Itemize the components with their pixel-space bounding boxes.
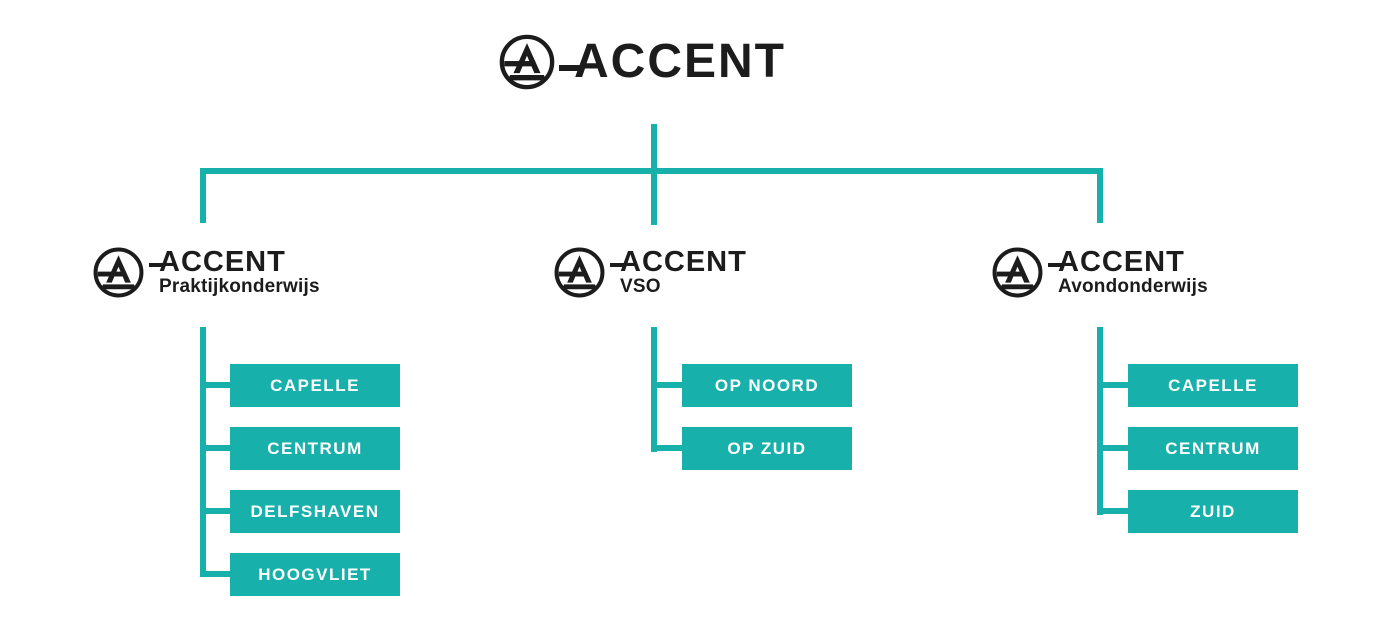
connector-stub [200,445,232,451]
branch-label-block: ACCENT Praktijkonderwijs [149,245,320,298]
location-box: CENTRUM [1128,427,1298,470]
connector-horizontal-span [200,168,1103,174]
org-root: ACCENT [498,33,786,91]
location-box: CAPELLE [1128,364,1298,407]
connector-stub [200,571,232,577]
connector-trunk-left [200,327,206,577]
location-box: OP ZUID [682,427,852,470]
a-crossbar-decoration [559,65,581,71]
branch-name: ACCENT [620,245,747,278]
branch-label-block: ACCENT VSO [610,245,747,298]
org-branch-avondonderwijs: ACCENT Avondonderwijs [991,246,1208,299]
connector-stub [200,508,232,514]
accent-circle-a-logo-icon [499,34,555,90]
branch-name: ACCENT [159,245,286,278]
a-crossbar-decoration [1048,262,1062,267]
location-box: HOOGVLIET [230,553,400,596]
location-box: CENTRUM [230,427,400,470]
connector-root-vertical [651,124,657,225]
branch-label-block: ACCENT Avondonderwijs [1048,245,1208,298]
root-name: ACCENT [574,35,786,88]
accent-circle-a-logo-icon [992,247,1043,298]
a-crossbar-decoration [149,262,163,267]
location-box: OP NOORD [682,364,852,407]
connector-stub [1097,508,1130,514]
branch-subtitle: Avondonderwijs [1058,276,1208,298]
connector-stub [1097,445,1130,451]
connector-stub [651,445,684,451]
accent-circle-a-logo-icon [93,247,144,298]
branch-subtitle: VSO [620,276,661,298]
connector-drop-left [200,168,206,223]
branch-wordmark: ACCENT [149,245,320,278]
connector-stub [1097,382,1130,388]
connector-stub [200,382,232,388]
connector-drop-right [1097,168,1103,223]
branch-wordmark: ACCENT [610,245,747,278]
connector-trunk-middle [651,327,657,452]
branch-wordmark: ACCENT [1048,245,1208,278]
location-box: DELFSHAVEN [230,490,400,533]
location-box: ZUID [1128,490,1298,533]
connector-trunk-right [1097,327,1103,515]
location-box: CAPELLE [230,364,400,407]
a-crossbar-decoration [610,262,624,267]
org-branch-praktijkonderwijs: ACCENT Praktijkonderwijs [92,246,320,299]
accent-circle-a-logo-icon [554,247,605,298]
branch-subtitle: Praktijkonderwijs [159,276,320,298]
root-wordmark: ACCENT [559,35,786,88]
org-branch-vso: ACCENT VSO [553,246,747,299]
connector-stub [651,382,684,388]
branch-name: ACCENT [1058,245,1185,278]
